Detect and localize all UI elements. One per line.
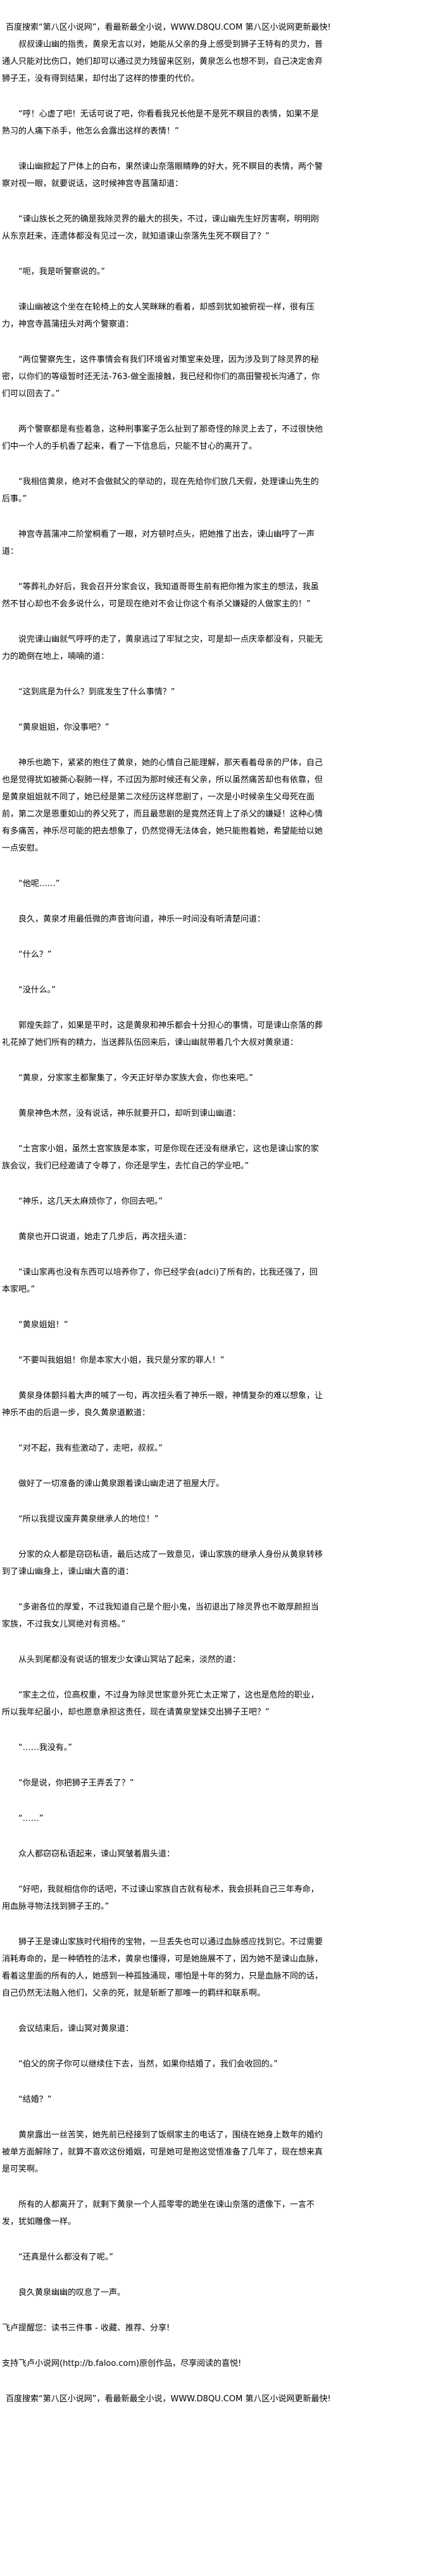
header-banner: 百度搜索“第八区小说网”，看最新最全小说，WWW.D8QU.COM 第八区小说网… bbox=[6, 23, 331, 32]
chapter-paragraph: “土宫家小姐，虽然土宫家族是本家，可是你现在还没有继承它，这也是谏山家的家族会议… bbox=[2, 1144, 319, 1171]
footer-support-link[interactable]: 支持飞卢小说网(http://b.faloo.com)原创作品，尽享阅读的喜悦! bbox=[2, 2359, 242, 2368]
chapter-paragraph: “我相信黄泉，绝对不会做弑父的举动的，现在先给你们放几天假，处理谏山先生的后事。… bbox=[2, 477, 319, 504]
chapter-paragraph: “对不起，我有些激动了，走吧，叔叔。” bbox=[18, 1444, 163, 1453]
chapter-paragraph: “黄泉，分家家主都聚集了，今天正好举办家族大会，你也来吧。” bbox=[18, 1073, 253, 1083]
chapter-paragraph: 狮子王是谏山家族时代相传的宝物，一旦丢失也可以通过血脉感应找到它。不过需要消耗寿… bbox=[2, 1937, 323, 1998]
chapter-paragraph: “结婚？” bbox=[18, 2095, 52, 2104]
chapter-paragraph: 所有的人都离开了，就剩下黄泉一个人孤零零的跪坐在谏山奈落的遗像下，一言不发，犹如… bbox=[2, 2200, 315, 2227]
chapter-paragraph: “他呢……” bbox=[18, 879, 60, 889]
chapter-paragraph: 从头到尾都没有说话的银发少女谏山冥站了起来，淡然的道： bbox=[18, 1655, 241, 1665]
chapter-paragraph: “哼！心虚了吧！无话可说了吧，你看看我兄长他是不是死不瞑目的表情，如果不是熟习的… bbox=[2, 109, 319, 136]
chapter-paragraph: 良久黄泉幽幽的叹息了一声。 bbox=[18, 2288, 126, 2298]
chapter-paragraph: “这到底是为什么？到底发生了什么事情？” bbox=[18, 687, 175, 697]
chapter-paragraph: 神乐也跪下，紧紧的抱住了黄泉，她的心情自己能理解，那天看着母亲的尸体，自己也是觉… bbox=[2, 758, 323, 853]
chapter-paragraph: 黄泉露出一丝苦笑，她先前已经接到了饭纲家主的电话了，围绕在她身上数年的婚约被单方… bbox=[2, 2130, 323, 2174]
chapter-paragraph: “谏山族长之死的确是我除灵界的最大的损失，不过，谏山幽先生好厉害啊，明明刚从东京… bbox=[2, 215, 319, 241]
chapter-paragraph: 谏山幽被这个坐在在轮椅上的女人笑眯眯的看着，却感到犹如被俯视一样，很有压力，神宫… bbox=[2, 303, 315, 329]
chapter-paragraph: 会议结束后，谏山冥对黄泉道： bbox=[18, 2024, 134, 2034]
chapter-paragraph: 黄泉也开口说道，她走了几步后，再次扭头道： bbox=[18, 1232, 192, 1242]
chapter-paragraph: “等葬礼办好后，我会召开分家会议，我知道哥哥生前有把你推为家主的想法，我虽然不甘… bbox=[2, 582, 319, 609]
chapter-paragraph: “还真是什么都没有了呢。” bbox=[18, 2253, 113, 2262]
chapter-body: 叔叔谏山幽的指责，黄泉无言以对，她能从父亲的身上感受到狮子王特有的灵力，普通人只… bbox=[2, 36, 323, 2301]
chapter-paragraph: “谏山家再也没有东西可以培养你了，你已经学会(adci)了所有的，比我还强了，回… bbox=[2, 1268, 318, 1294]
chapter-paragraph: 良久，黄泉才用最低微的声音询问道，神乐一时间没有听清楚问道： bbox=[18, 915, 266, 924]
chapter-paragraph: “呃，我是听警察说的。” bbox=[18, 267, 105, 277]
chapter-paragraph: 说完谏山幽就气呼呼的走了，黄泉逃过了牢狱之灾，可是却一点庆幸都没有，只能无力的跪… bbox=[2, 635, 323, 661]
chapter-paragraph: “不要叫我姐姐！你是本家大小姐，我只是分家的罪人！” bbox=[18, 1356, 225, 1365]
chapter-paragraph: “两位警察先生，这件事情会有我们环境省对策室来处理，因为涉及到了除灵界的秘密，以… bbox=[2, 355, 320, 399]
chapter-paragraph: 黄泉身体颤抖着大声的喊了一句，再次扭头看了神乐一眼，神情复杂的难以想象，让神乐不… bbox=[2, 1391, 323, 1418]
chapter-paragraph: “家主之位，位高权重，不过身为除灵世家意外死亡太正常了，这也是危险的职业，所以我… bbox=[2, 1691, 319, 1717]
chapter-paragraph: 分家的众人都是窃窃私语，最后达成了一致意见，谏山家族的继承人身份从黄泉转移到了谏… bbox=[2, 1550, 323, 1577]
chapter-paragraph: 神宫寺菖蒲冲二阶堂桐看了一眼，对方顿时点头，把她推了出去，谏山幽哼了一声道： bbox=[2, 530, 315, 556]
chapter-paragraph: “黄泉姐姐，你没事吧？” bbox=[18, 723, 109, 732]
chapter-paragraph: “神乐，这几天太麻烦你了，你回去吧。” bbox=[18, 1197, 163, 1206]
footer-reminder: 飞卢提醒您：读书三件事 - 收藏、推荐、分享! bbox=[2, 2323, 170, 2333]
chapter-paragraph: 郭煌失踪了，如果是平时，这是黄泉和神乐都会十分担心的事情，可是谏山奈落的葬礼花掉… bbox=[2, 1021, 323, 1047]
chapter-paragraph: “你是说，你把狮子王弄丢了？” bbox=[18, 1779, 134, 1788]
chapter-paragraph: “好吧，我就相信你的话吧，不过谏山家族自古就有秘术，我会损耗自己三年寿命，用血脉… bbox=[2, 1885, 319, 1911]
chapter-paragraph: “伯父的房子你可以继续住下去，当然，如果你结婚了，我们会收回的。” bbox=[18, 2060, 278, 2069]
chapter-paragraph: “什么？” bbox=[18, 950, 52, 960]
chapter-paragraph: 两个警察都是有些着急，这种刑事案子怎么扯到了那奇怪的除灵上去了，不过很快他们中一… bbox=[2, 425, 323, 451]
chapter-page: 百度搜索“第八区小说网”，看最新最全小说，WWW.D8QU.COM 第八区小说网… bbox=[2, 23, 331, 2404]
chapter-paragraph: “……我没有。” bbox=[18, 1743, 72, 1753]
chapter-paragraph: “没什么。” bbox=[18, 985, 56, 995]
chapter-paragraph: “黄泉姐姐！” bbox=[18, 1320, 68, 1330]
chapter-paragraph: “……” bbox=[18, 1814, 44, 1823]
chapter-paragraph: 黄泉神色木然，没有说话，神乐就要开口，却听到谏山幽道： bbox=[18, 1109, 241, 1118]
chapter-paragraph: 谏山幽掀起了尸体上的白布，果然谏山奈落眼睛睁的好大，死不瞑目的表情，两个警察对视… bbox=[2, 162, 323, 189]
chapter-paragraph: “多谢各位的厚爱，不过我知道自己是个胆小鬼，当初退出了除灵界也不敢厚颜担当家族，… bbox=[2, 1603, 319, 1629]
chapter-paragraph: “所以我提议废弃黄泉继承人的地位！” bbox=[18, 1515, 159, 1524]
chapter-paragraph: 叔叔谏山幽的指责，黄泉无言以对，她能从父亲的身上感受到狮子王特有的灵力，普通人只… bbox=[2, 40, 323, 84]
chapter-paragraph: 众人都窃窃私语起来，谏山冥皱着眉头道： bbox=[18, 1849, 175, 1859]
footer-banner: 百度搜索“第八区小说网”，看最新最全小说，WWW.D8QU.COM 第八区小说网… bbox=[6, 2394, 331, 2404]
chapter-paragraph: 做好了一切准备的谏山黄泉跟着谏山幽走进了祖屋大厅。 bbox=[18, 1479, 225, 1489]
